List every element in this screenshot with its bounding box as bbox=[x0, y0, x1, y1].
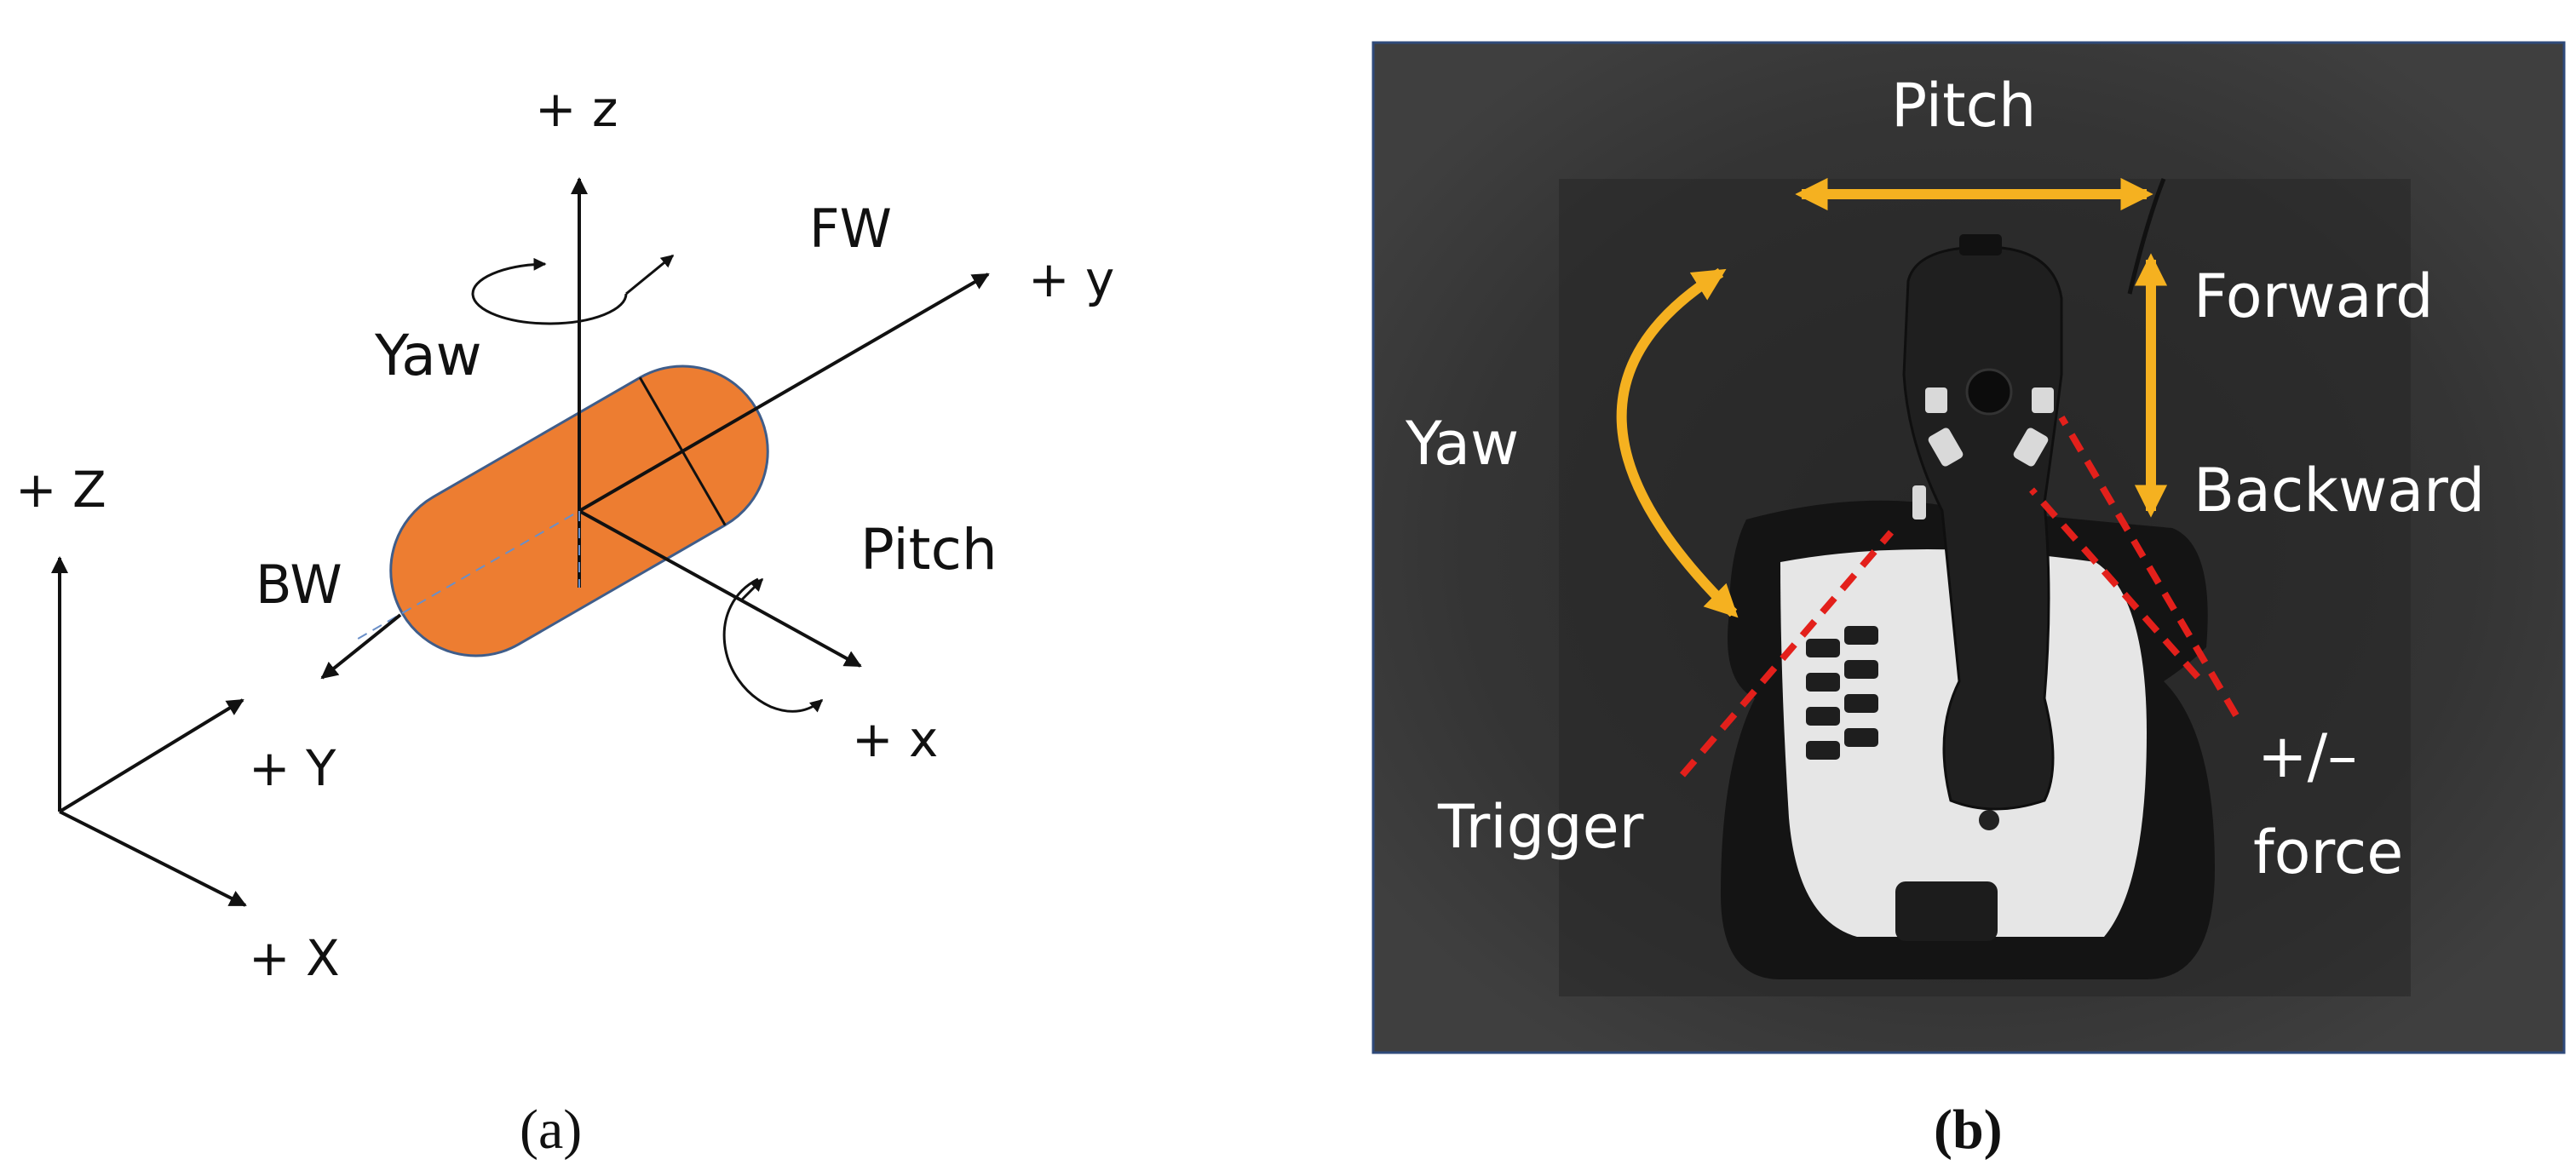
caption-a: (a) bbox=[520, 1099, 582, 1161]
label-yaw: Yaw bbox=[374, 323, 482, 388]
label-forward: Forward bbox=[2194, 261, 2434, 331]
label-backward: Backward bbox=[2194, 456, 2485, 525]
label-plus-x: + x bbox=[852, 710, 938, 768]
label-pitch-b: Pitch bbox=[1891, 71, 2036, 141]
force-pointer-upper bbox=[2058, 415, 2240, 718]
axis-back bbox=[320, 613, 402, 680]
axis-plus-x bbox=[578, 509, 862, 668]
label-pitch: Pitch bbox=[860, 517, 998, 583]
axis-plus-y bbox=[578, 273, 990, 513]
label-plus-X: + X bbox=[249, 929, 340, 987]
label-fw: FW bbox=[809, 198, 892, 260]
label-bw: BW bbox=[256, 554, 342, 616]
force-pointer-lower bbox=[2029, 487, 2200, 680]
trigger-pointer bbox=[1679, 530, 1895, 778]
label-plus-Z: + Z bbox=[15, 461, 106, 519]
caption-b: (b) bbox=[1934, 1099, 2003, 1161]
label-yaw-b: Yaw bbox=[1405, 409, 1519, 479]
panel-b: Pitch Forward Yaw Backward +/– Trigger f… bbox=[1371, 41, 2566, 1161]
label-force-line1: +/– bbox=[2257, 721, 2357, 791]
global-axis-plus-Y bbox=[58, 698, 244, 813]
label-plus-Y: + Y bbox=[249, 739, 336, 797]
label-plus-z: + z bbox=[535, 80, 618, 138]
yaw-rotation-icon bbox=[471, 257, 628, 325]
panel-a: + z FW + y Yaw + Z Pitch BW + Y + x + X … bbox=[15, 80, 1114, 1161]
label-plus-y: + y bbox=[1028, 250, 1114, 308]
yaw-arrow bbox=[1616, 267, 1739, 618]
label-trigger: Trigger bbox=[1437, 792, 1644, 862]
joystick-image bbox=[1721, 178, 2215, 979]
label-force-line2: force bbox=[2253, 818, 2403, 887]
global-axis-plus-X bbox=[59, 810, 247, 907]
pitch-rotation-icon bbox=[722, 577, 824, 713]
